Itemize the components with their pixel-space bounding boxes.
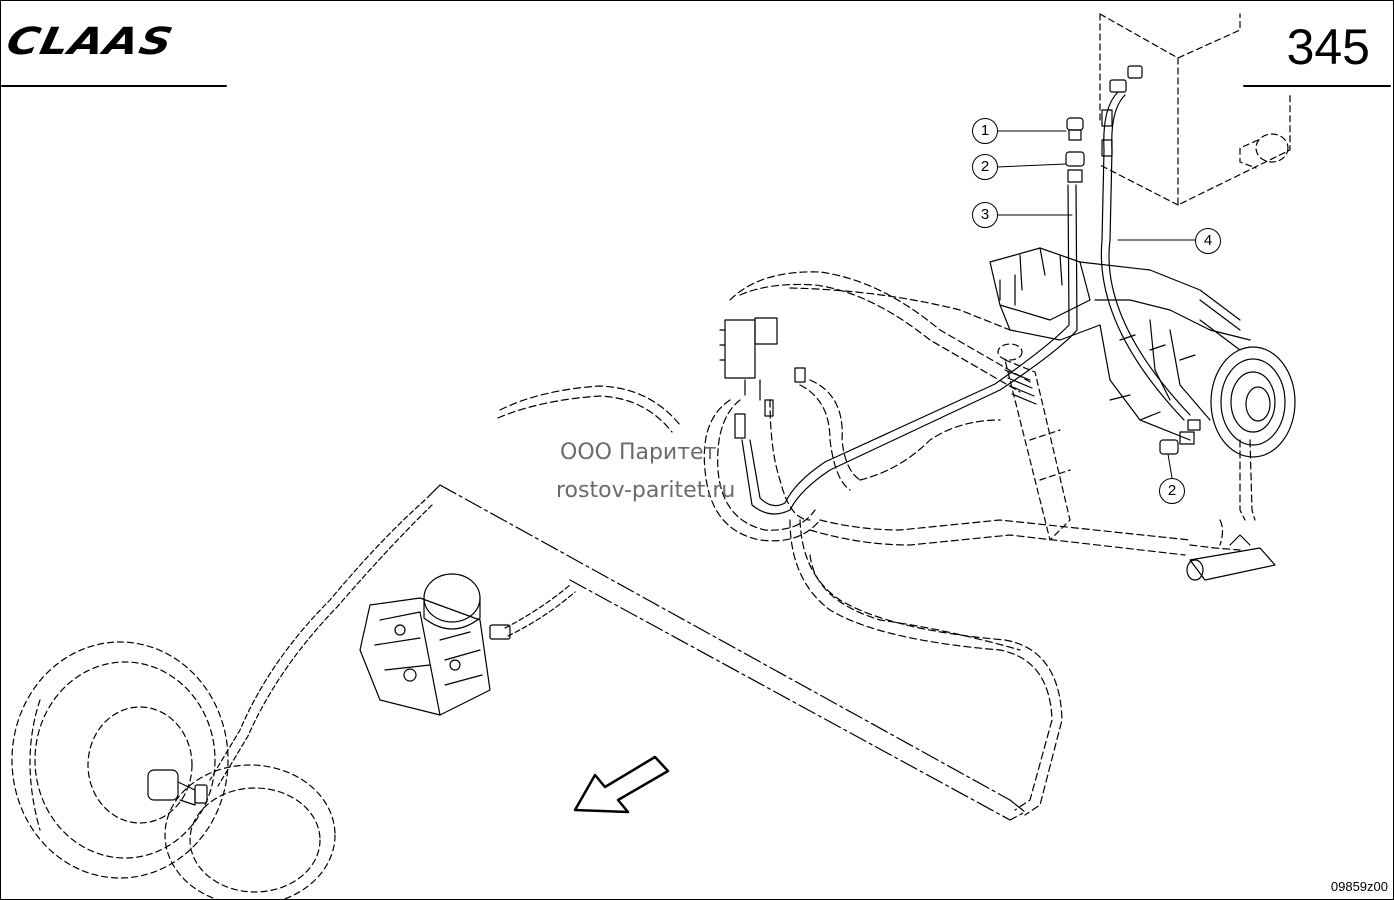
- direction-arrow: [573, 755, 670, 814]
- long-line-left: [424, 484, 1026, 821]
- callout-3: 3: [972, 202, 998, 228]
- page-number: 345: [1286, 19, 1370, 75]
- spring-element: [1004, 369, 1037, 405]
- watermark-website: rostov-paritet.ru: [556, 478, 736, 503]
- callout-1: 1: [972, 118, 998, 144]
- cylinder-assembly: [997, 343, 1071, 541]
- control-valve-block: [719, 317, 806, 439]
- dashed-lines-center: [497, 271, 1256, 816]
- pump-assembly: [989, 247, 1296, 458]
- fitting-group-top: [1065, 65, 1143, 183]
- hose-to-wheel: [209, 499, 433, 787]
- small-cylinder: [1186, 534, 1276, 581]
- claas-logo: CLAAS: [2, 20, 178, 64]
- hose-3: [741, 184, 1078, 515]
- callout-leaders: [996, 130, 1196, 479]
- callout-2: 2: [972, 154, 998, 180]
- watermark-company: ООО Паритет: [560, 440, 717, 465]
- fitting-group-bottom: [1159, 419, 1201, 455]
- callout-2-lower: 2: [1159, 478, 1185, 504]
- drawing-number: 09859z00: [1330, 879, 1388, 894]
- pump-outlet-hose: [504, 584, 576, 637]
- callout-4: 4: [1195, 228, 1221, 254]
- wheel-hub-motor: [147, 769, 208, 806]
- hose-4: [1100, 91, 1191, 421]
- tank-outline: [1099, 13, 1291, 206]
- wheel-assembly: [11, 641, 336, 900]
- pump-with-reservoir: [359, 573, 511, 716]
